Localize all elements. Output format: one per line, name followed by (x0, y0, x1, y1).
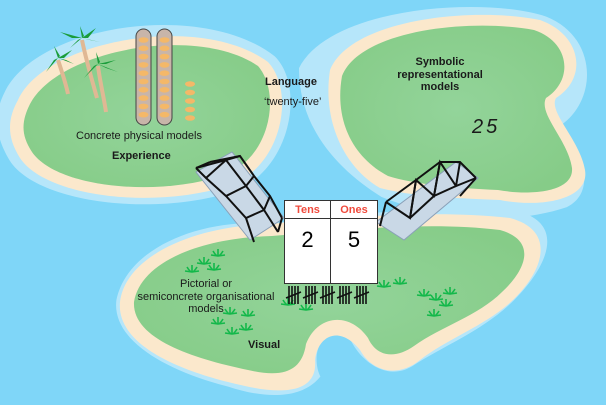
palm-trees (38, 26, 118, 113)
bean (159, 95, 170, 101)
tally-cross-stroke (353, 291, 370, 299)
symbolic-numeral: 25 (472, 116, 501, 138)
grass-tuft (196, 257, 212, 265)
bean (138, 45, 149, 52)
tens-stick (135, 28, 152, 126)
bean (159, 70, 170, 76)
pictorial-models-label: Pictorial or semiconcrete organisational… (132, 278, 280, 316)
grass-tuft (210, 317, 226, 325)
bean (159, 111, 170, 118)
bean (159, 87, 170, 93)
grass-tuft (240, 309, 256, 317)
bridge-left (195, 151, 285, 243)
grass-tuft (438, 299, 454, 307)
language-label: Language (265, 76, 317, 88)
loose-bean (185, 89, 195, 96)
bean (138, 53, 149, 60)
tally-marks (285, 286, 370, 304)
bean (138, 111, 149, 118)
grass-tuft (222, 307, 238, 315)
bean (159, 37, 170, 43)
bean (159, 62, 170, 68)
experience-label: Experience (112, 150, 171, 162)
grass-tuft (280, 298, 296, 306)
palm-tree (74, 52, 118, 113)
pictorial-label-line: Pictorial or (180, 278, 232, 290)
grass-tuft (426, 309, 442, 317)
bean-sticks (135, 28, 195, 126)
bean (138, 95, 149, 101)
tens-digit: 2 (285, 219, 331, 283)
tally-cross-stroke (285, 291, 302, 299)
symbolic-label-line: Symbolic (415, 56, 465, 68)
grass-tuft (184, 265, 200, 273)
bean (159, 45, 170, 52)
grass-tuft (206, 263, 222, 271)
loose-bean (185, 106, 195, 113)
visual-label: Visual (248, 339, 281, 351)
ones-digit: 5 (347, 227, 361, 252)
tens-stick (156, 28, 173, 126)
loose-bean (185, 98, 195, 104)
bean (159, 53, 170, 60)
place-value-chart: Tens Ones 2 5 (284, 200, 378, 284)
concrete-models-label: Concrete physical models (76, 130, 202, 142)
island-symbolic (328, 14, 586, 203)
ones-header: Ones (331, 201, 377, 219)
grass-tufts (184, 249, 458, 335)
grass-tuft (376, 280, 392, 288)
language-words: ‘twenty-five’ (264, 96, 322, 108)
tally-cross-stroke (302, 291, 319, 299)
grass-tuft (416, 289, 432, 297)
palm-tree (60, 26, 100, 99)
tens-header: Tens (285, 201, 331, 219)
tally-cross-stroke (336, 291, 353, 299)
loose-bean (185, 81, 195, 87)
symbolic-label-line: representational (397, 68, 483, 81)
symbolic-models-label: Symbolic representational models (388, 56, 492, 94)
tally-cross-stroke (319, 291, 336, 299)
bean (138, 62, 149, 68)
palm-tree (38, 46, 74, 95)
pictorial-label-line: semiconcrete organisational (137, 290, 275, 303)
grass-tuft (298, 303, 314, 311)
grass-tuft (224, 327, 240, 335)
bean (138, 87, 149, 93)
symbolic-label-line: models (420, 81, 460, 94)
bean (159, 78, 170, 85)
pictorial-label-line: models (188, 303, 224, 316)
grass-tuft (442, 287, 458, 295)
loose-bean (185, 115, 195, 121)
bridge-right (375, 159, 479, 241)
bean (138, 37, 149, 43)
bean (138, 70, 149, 76)
grass-tuft (210, 249, 226, 257)
bean (138, 103, 149, 110)
bean (159, 103, 170, 110)
grass-tuft (238, 323, 254, 331)
grass-tuft (428, 293, 444, 301)
grass-tuft (392, 277, 408, 285)
bean (138, 78, 149, 85)
